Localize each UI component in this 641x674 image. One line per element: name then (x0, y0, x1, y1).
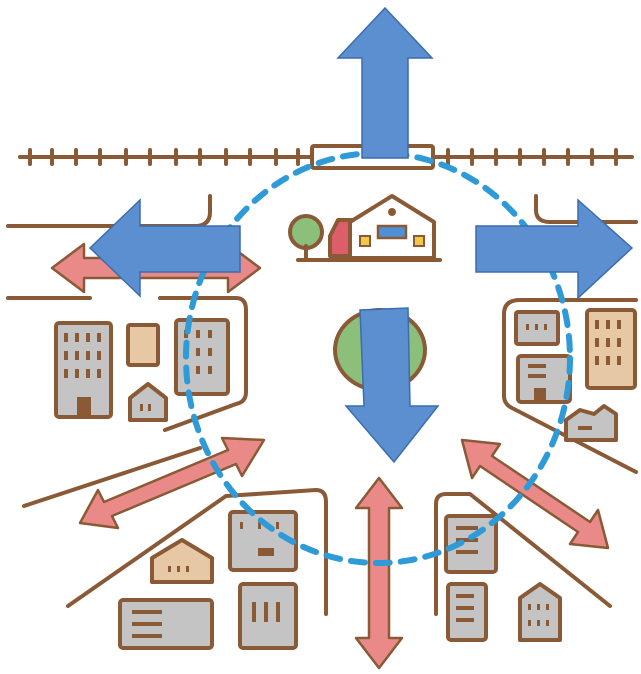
arrow-left-icon (88, 198, 241, 298)
small-tan-building-left (126, 323, 160, 367)
railway-ties (28, 148, 618, 166)
two-way-arrow-lower-left (78, 436, 266, 530)
roads (6, 194, 638, 616)
left-buildings (54, 318, 230, 422)
bottom-right-buildings (444, 514, 562, 642)
small-house-left (128, 382, 168, 422)
two-way-arrow-lower-right (460, 438, 610, 550)
right-buildings (514, 308, 637, 442)
tree-icon (288, 214, 324, 250)
bottom-left-buildings (118, 510, 298, 650)
two-way-arrow-bottom (354, 476, 404, 670)
tan-house-bottom (150, 538, 214, 584)
tall-office-left (54, 321, 113, 419)
railway-track (18, 148, 634, 166)
arrow-right-icon (475, 198, 634, 300)
pink-two-way-arrows (50, 242, 610, 670)
house-bottom-right (518, 582, 562, 642)
arrow-up-icon (336, 6, 434, 159)
blue-outward-arrows (88, 6, 634, 464)
narrow-building-bottom-right (446, 582, 488, 642)
small-house-right (564, 404, 618, 442)
arrow-down-icon (344, 307, 440, 464)
tall-tan-building-right (585, 308, 637, 390)
